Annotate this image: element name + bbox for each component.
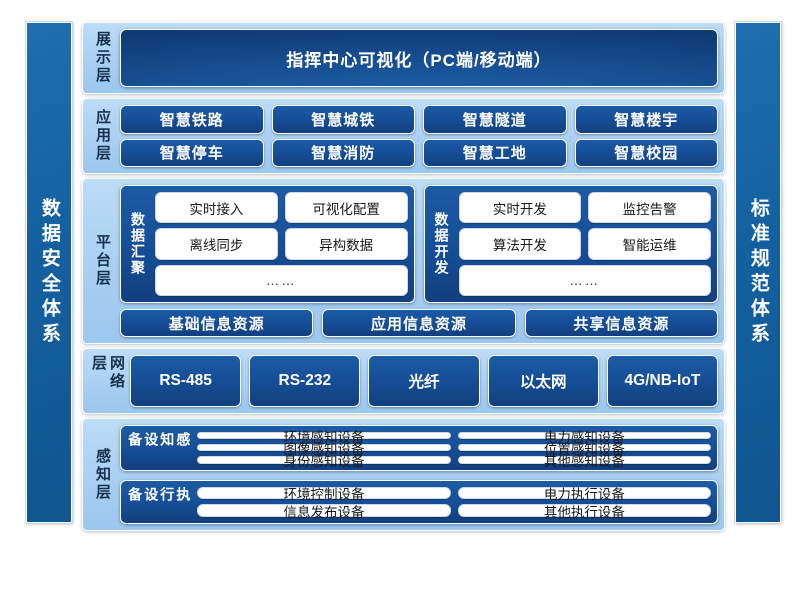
app-item-smart-parking[interactable]: 智慧停车: [120, 138, 264, 167]
actuator-chip-environment-control[interactable]: 环境控制设备: [197, 486, 451, 502]
platform-group-data-aggregation-label: 数据汇聚: [130, 212, 147, 276]
layer-presentation: 展示层 指挥中心可视化（PC端/移动端）: [82, 22, 725, 94]
command-center-visualization-box[interactable]: 指挥中心可视化（PC端/移动端）: [120, 29, 718, 87]
layer-network-label: 网络层: [90, 355, 125, 391]
resource-shared-information[interactable]: 共享信息资源: [524, 309, 718, 337]
layer-platform: 平台层 数据汇聚 实时接入 可视化配置 离线同步 异: [82, 178, 725, 344]
resource-application-information[interactable]: 应用信息资源: [322, 309, 516, 337]
layer-perception-body: 感知设备 环境感知设备 电力感知设备 图像感知设备 位置感知设备 身份感知设备: [120, 425, 718, 524]
layer-perception: 感知层 感知设备 环境感知设备 电力感知设备 图像感知设备 位置感知设备: [82, 418, 725, 531]
platform-chip-offline-sync[interactable]: 离线同步: [155, 228, 278, 260]
platform-group-data-aggregation: 数据汇聚 实时接入 可视化配置 离线同步 异构数据 ……: [120, 185, 415, 303]
layer-perception-label: 感知层: [94, 447, 111, 502]
resource-basic-information[interactable]: 基础信息资源: [120, 309, 314, 337]
group-row: 图像感知设备 位置感知设备: [197, 442, 711, 457]
platform-chip-intelligent-ops[interactable]: 智能运维: [588, 228, 711, 260]
layer-presentation-label: 展示层: [94, 31, 111, 85]
network-item-rs485[interactable]: RS-485: [130, 355, 242, 407]
app-item-smart-tunnel[interactable]: 智慧隧道: [423, 105, 567, 134]
platform-chip-monitoring-alarm[interactable]: 监控告警: [588, 192, 711, 224]
standard-specification-system-label: 标准规范体系: [747, 197, 769, 348]
layer-network-body: RS-485 RS-232 光纤 以太网 4G/NB-IoT: [130, 355, 719, 407]
layer-stack: 展示层 指挥中心可视化（PC端/移动端） 应用层 智慧铁路 智慧城铁 智慧隧道 …: [82, 22, 725, 531]
layer-platform-label: 平台层: [94, 234, 111, 288]
group-row: 实时开发 监控告警: [458, 192, 711, 224]
app-item-smart-campus[interactable]: 智慧校园: [574, 138, 718, 167]
application-grid: 智慧铁路 智慧城铁 智慧隧道 智慧楼宇 智慧停车 智慧消防 智慧工地 智慧校园: [120, 105, 718, 167]
data-security-system-label: 数据安全体系: [38, 197, 60, 348]
perception-group-actuator-devices: 执行设备 环境控制设备 电力执行设备 信息发布设备 其他执行设备: [120, 479, 718, 524]
platform-chip-visual-config[interactable]: 可视化配置: [284, 192, 408, 224]
platform-chip-heterogeneous-data[interactable]: 异构数据: [284, 228, 408, 260]
platform-resource-row: 基础信息资源 应用信息资源 共享信息资源: [120, 309, 718, 337]
platform-chip-realtime-ingest[interactable]: 实时接入: [155, 192, 278, 224]
perception-group-sensing-devices-label: 感知设备: [127, 432, 192, 448]
platform-group-data-development-items: 实时开发 监控告警 算法开发 智能运维 ……: [458, 192, 711, 296]
platform-chip-realtime-development[interactable]: 实时开发: [458, 192, 582, 224]
platform-group-data-development: 数据开发 实时开发 监控告警 算法开发 智能运维 ……: [423, 185, 718, 303]
group-row: 实时接入 可视化配置: [155, 192, 408, 224]
group-row: 离线同步 异构数据: [155, 228, 408, 260]
layer-presentation-body: 指挥中心可视化（PC端/移动端）: [120, 29, 718, 87]
app-item-smart-metro[interactable]: 智慧城铁: [271, 105, 415, 134]
network-item-fiber[interactable]: 光纤: [368, 355, 480, 407]
platform-groups: 数据汇聚 实时接入 可视化配置 离线同步 异构数据 ……: [120, 185, 718, 303]
group-row: 环境控制设备 电力执行设备: [197, 486, 711, 502]
network-item-rs232[interactable]: RS-232: [249, 355, 361, 407]
perception-group-sensing-devices-items: 环境感知设备 电力感知设备 图像感知设备 位置感知设备 身份感知设备 其他感知设…: [197, 430, 711, 469]
platform-chip-algorithm-development[interactable]: 算法开发: [458, 228, 582, 260]
actuator-chip-other-execution[interactable]: 其他执行设备: [457, 504, 711, 520]
network-item-4g-nbiot[interactable]: 4G/NB-IoT: [606, 355, 719, 407]
platform-group-data-aggregation-items: 实时接入 可视化配置 离线同步 异构数据 ……: [155, 192, 408, 296]
group-row: 身份感知设备 其他感知设备: [197, 454, 711, 469]
app-item-smart-railway[interactable]: 智慧铁路: [120, 105, 264, 134]
platform-group-data-development-label: 数据开发: [433, 212, 450, 276]
group-row: ……: [155, 264, 408, 296]
perception-group-sensing-devices: 感知设备 环境感知设备 电力感知设备 图像感知设备 位置感知设备 身份感知设备: [120, 425, 718, 471]
actuator-chip-information-publishing[interactable]: 信息发布设备: [197, 504, 451, 520]
app-item-smart-firefighting[interactable]: 智慧消防: [271, 138, 415, 167]
layer-application-label: 应用层: [94, 109, 111, 163]
group-row: 环境感知设备 电力感知设备: [197, 430, 711, 445]
app-item-smart-building[interactable]: 智慧楼宇: [574, 105, 718, 134]
layer-application: 应用层 智慧铁路 智慧城铁 智慧隧道 智慧楼宇 智慧停车 智慧消防 智慧工地 智…: [82, 98, 725, 174]
layer-platform-body: 数据汇聚 实时接入 可视化配置 离线同步 异构数据 ……: [120, 185, 718, 337]
data-security-system-pillar: 数据安全体系: [26, 22, 72, 523]
actuator-chip-power-execution[interactable]: 电力执行设备: [457, 486, 711, 502]
perception-group-actuator-devices-items: 环境控制设备 电力执行设备 信息发布设备 其他执行设备: [197, 486, 711, 520]
network-protocol-row: RS-485 RS-232 光纤 以太网 4G/NB-IoT: [130, 355, 719, 407]
network-item-ethernet[interactable]: 以太网: [487, 355, 599, 407]
layer-application-body: 智慧铁路 智慧城铁 智慧隧道 智慧楼宇 智慧停车 智慧消防 智慧工地 智慧校园: [120, 105, 718, 167]
sense-chip-identity-sensing[interactable]: 身份感知设备: [197, 454, 451, 469]
standard-specification-system-pillar: 标准规范体系: [735, 22, 781, 523]
architecture-diagram: 数据安全体系 展示层 指挥中心可视化（PC端/移动端） 应用层 智慧铁路 智慧城…: [26, 22, 781, 531]
group-row: 信息发布设备 其他执行设备: [197, 504, 711, 520]
layer-network: 网络层 RS-485 RS-232 光纤 以太网 4G/NB-IoT: [82, 348, 725, 414]
group-row: ……: [458, 264, 711, 296]
perception-group-actuator-devices-label: 执行设备: [127, 486, 192, 503]
platform-chip-development-ellipsis[interactable]: ……: [458, 264, 711, 296]
platform-chip-aggregation-ellipsis[interactable]: ……: [155, 264, 408, 296]
app-item-smart-construction-site[interactable]: 智慧工地: [423, 138, 567, 167]
group-row: 算法开发 智能运维: [458, 228, 711, 260]
sense-chip-other-sensing[interactable]: 其他感知设备: [457, 454, 711, 469]
